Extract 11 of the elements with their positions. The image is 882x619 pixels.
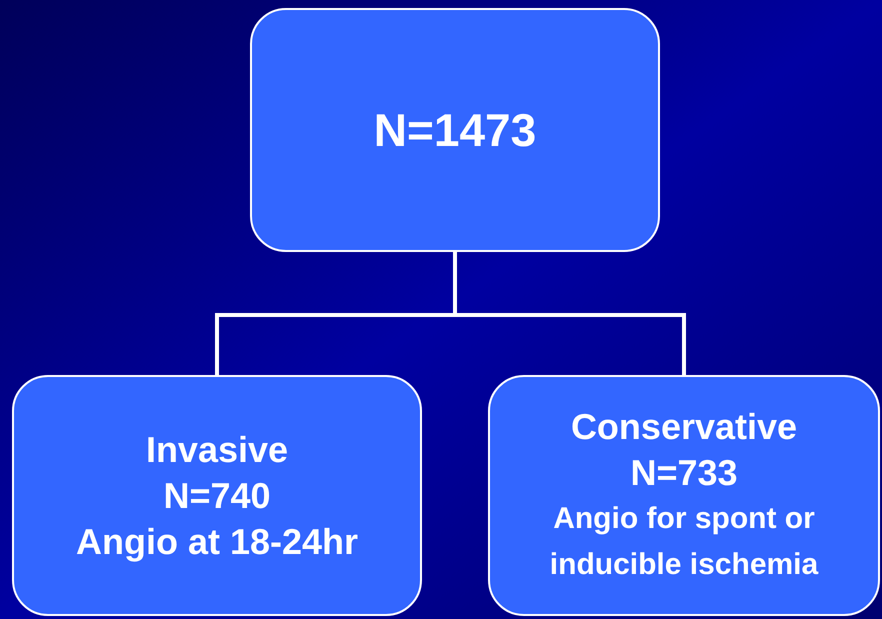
box-text: N=1473 [374,107,536,153]
box-text: Angio for spont or inducible ischemia [548,500,820,582]
rounded-box [488,375,880,616]
rounded-box [12,375,422,616]
rounded-box [250,8,660,252]
box-text: N=740 [163,474,271,518]
box-text: Invasive [146,428,288,472]
box-text: Angio at 18-24hr [76,520,358,564]
connector-line [453,252,686,375]
box-text: N=733 [630,450,738,494]
box-text: Conservative [570,404,798,448]
